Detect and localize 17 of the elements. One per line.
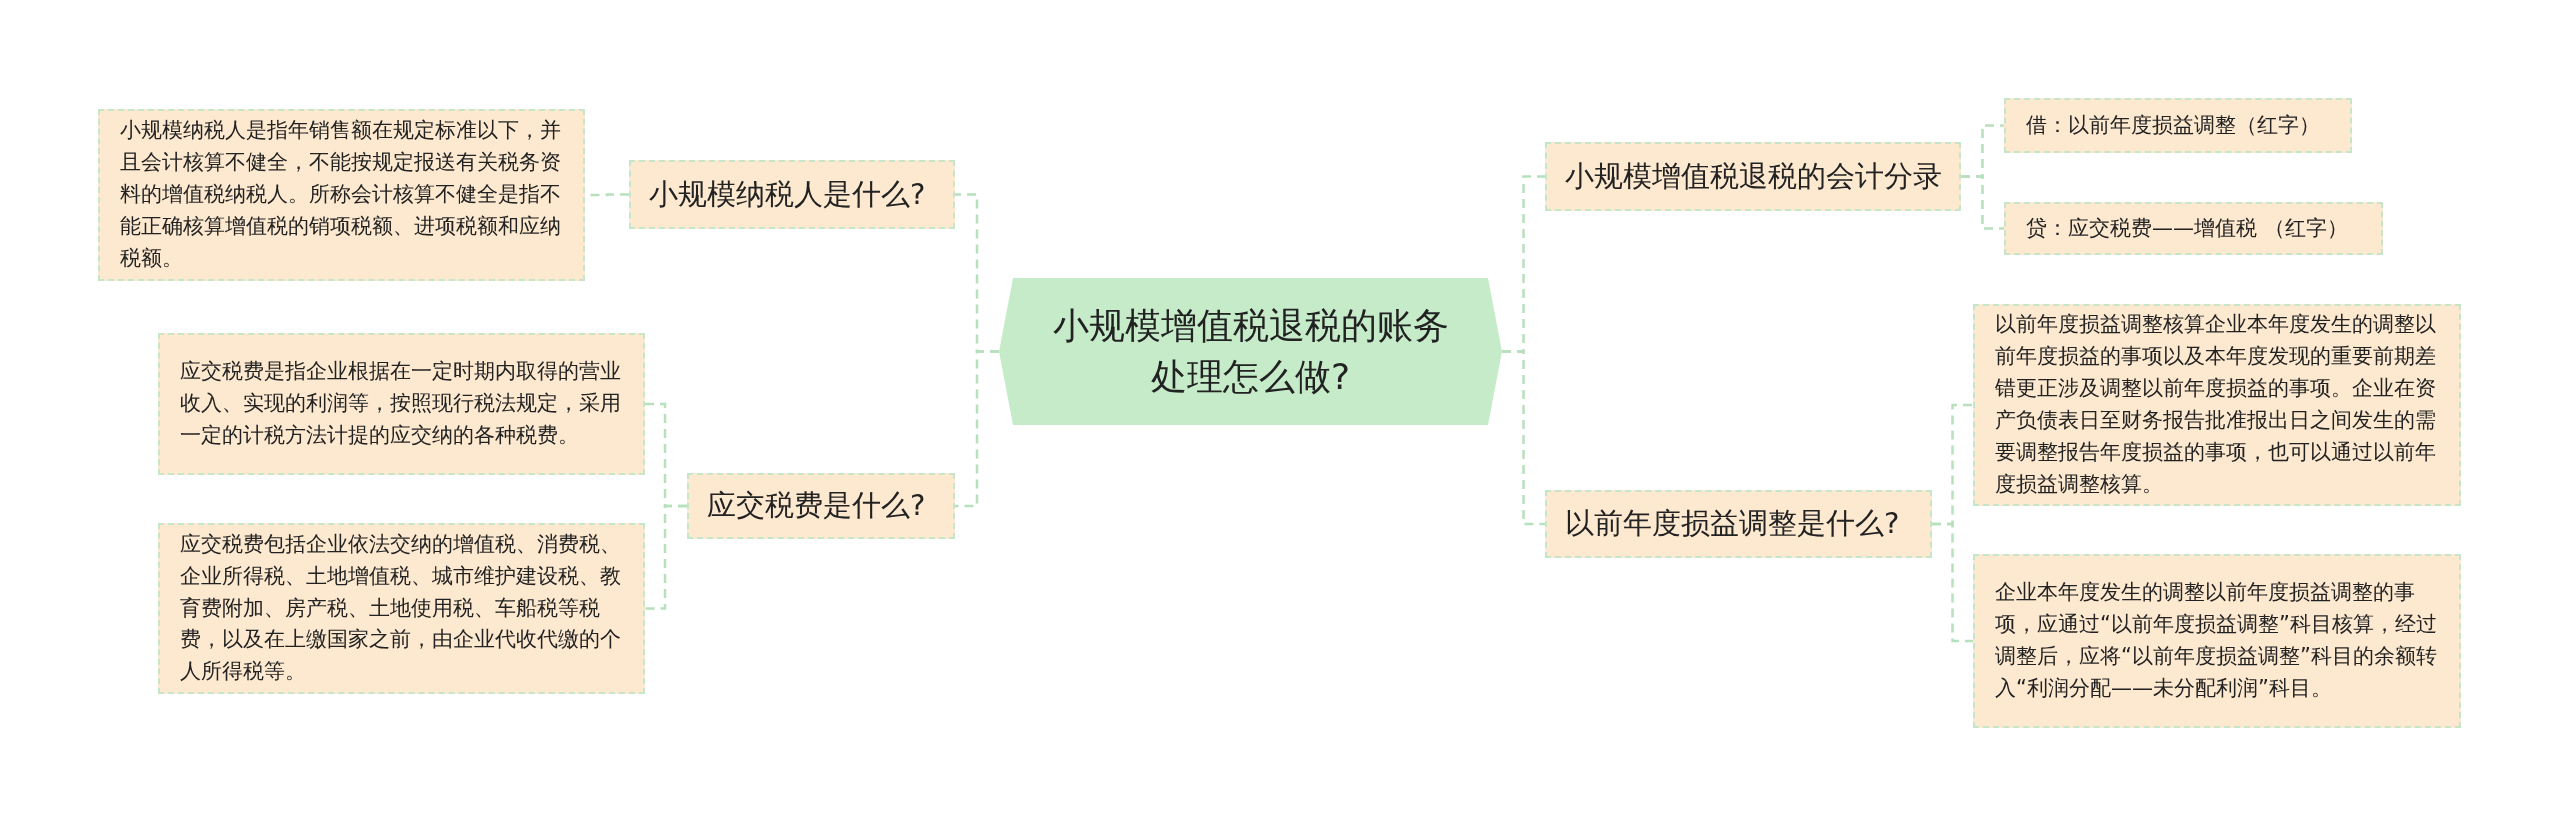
connector-line	[955, 350, 999, 508]
note-box: 以前年度损益调整核算企业本年度发生的调整以前年度损益的事项以及本年度发现的重要前期差错更正涉及调整以前年度损益的事项。企业在资产负债表日至财务报告批准报出日之间发生的需要调整报告年度损益的事项，也可以通过以前年度损益调整核算。	[1973, 304, 2461, 506]
topic-box: 以前年度损益调整是什么?	[1545, 490, 1932, 558]
topic-box: 应交税费是什么?	[687, 473, 955, 539]
topic-box: 小规模增值税退税的会计分录	[1545, 142, 1961, 211]
central-topic: 小规模增值税退税的账务处理怎么做?	[999, 278, 1502, 425]
note-box: 应交税费包括企业依法交纳的增值税、消费税、企业所得税、土地增值税、城市维护建设税、教育费附加、房产税、土地使用税、车船税等税费，以及在上缴国家之前，由企业代收代缴的个人所得税等。	[158, 523, 645, 694]
note-box: 贷：应交税费——增值税 （红字）	[2004, 202, 2383, 255]
note-box: 企业本年度发生的调整以前年度损益调整的事项，应通过“以前年度损益调整”科目核算，经过调整后，应将“以前年度损益调整”科目的余额转入“利润分配——未分配利润”科目。	[1973, 554, 2461, 728]
connector-line	[1961, 175, 2004, 230]
connector-line	[645, 504, 687, 610]
topic-box: 小规模纳税人是什么?	[629, 160, 955, 229]
note-box: 借：以前年度损益调整（红字）	[2004, 98, 2352, 153]
note-box: 小规模纳税人是指年销售额在规定标准以下，并且会计核算不健全，不能按规定报送有关税务资料的增值税纳税人。所称会计核算不健全是指不能正确核算增值税的销项税额、进项税额和应纳税额。	[98, 109, 585, 281]
connector-line	[1932, 522, 1973, 643]
note-box: 应交税费是指企业根据在一定时期内取得的营业收入、实现的利润等，按照现行税法规定，采用一定的计税方法计提的应交纳的各种税费。	[158, 333, 645, 475]
connector-line	[1502, 350, 1545, 526]
